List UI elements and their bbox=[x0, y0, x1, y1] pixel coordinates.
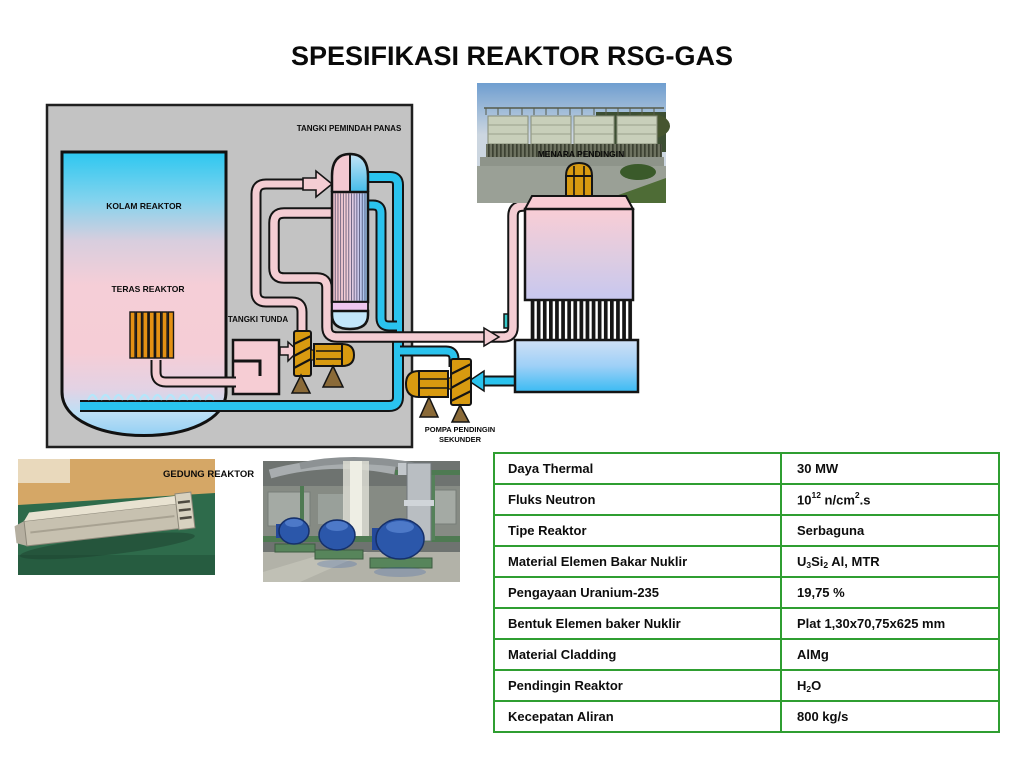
heat-exchanger bbox=[330, 152, 370, 331]
spec-value: AlMg bbox=[780, 638, 1000, 671]
spec-label: Pengayaan Uranium-235 bbox=[493, 576, 782, 609]
secondary-pump bbox=[404, 358, 472, 423]
photo-fuel-element bbox=[14, 459, 215, 575]
delay-tank bbox=[231, 338, 281, 396]
primary-pump bbox=[290, 330, 356, 394]
hot-pipes bbox=[150, 178, 546, 388]
label-reactor-building: GEDUNG REAKTOR bbox=[163, 469, 254, 480]
label-delay-tank: TANGKI TUNDA bbox=[228, 315, 289, 324]
page-title: SPESIFIKASI REAKTOR RSG-GAS bbox=[290, 41, 734, 71]
spec-label: Kecepatan Aliran bbox=[493, 700, 782, 733]
spec-value: 30 MW bbox=[780, 452, 1000, 485]
spec-label: Daya Thermal bbox=[493, 452, 782, 485]
label-reactor-core: TERAS REAKTOR bbox=[111, 284, 184, 294]
label-secondary-pump-line1: POMPA PENDINGIN bbox=[425, 425, 495, 434]
cooling-tower bbox=[513, 161, 640, 394]
label-cooling-tower: MENARA PENDINGIN bbox=[538, 149, 625, 159]
spec-value: Serbaguna bbox=[780, 514, 1000, 547]
spec-value: 1012 n/cm2.s bbox=[780, 483, 1000, 516]
spec-value: H2O bbox=[780, 669, 1000, 702]
fan-stack-lines bbox=[573, 166, 585, 197]
label-heat-transfer-tank: TANGKI PEMINDAH PANAS bbox=[297, 124, 402, 133]
spec-label: Material Cladding bbox=[493, 638, 782, 671]
photo-pump-room bbox=[263, 457, 460, 582]
spec-label: Material Elemen Bakar Nuklir bbox=[493, 545, 782, 578]
flow-arrow-into-hx bbox=[302, 169, 334, 199]
cold-pipes bbox=[80, 171, 516, 412]
spec-label: Fluks Neutron bbox=[493, 483, 782, 516]
spec-value: U3Si2 Al, MTR bbox=[780, 545, 1000, 578]
spec-value: 800 kg/s bbox=[780, 700, 1000, 733]
pool-diffuser-jets bbox=[86, 393, 216, 401]
spec-label: Tipe Reaktor bbox=[493, 514, 782, 547]
reactor-pool bbox=[60, 150, 228, 437]
spec-value: 19,75 % bbox=[780, 576, 1000, 609]
spec-label: Bentuk Elemen baker Nuklir bbox=[493, 607, 782, 640]
tower-louvers bbox=[530, 300, 633, 340]
cooling-tower-basin bbox=[513, 338, 640, 394]
spec-value: Plat 1,30x70,75x625 mm bbox=[780, 607, 1000, 640]
label-secondary-pump-line2: SEKUNDER bbox=[439, 435, 482, 444]
spec-label: Pendingin Reaktor bbox=[493, 669, 782, 702]
flow-arrow-to-tower bbox=[483, 326, 501, 348]
label-reactor-pool: KOLAM REAKTOR bbox=[106, 201, 181, 211]
blue-pumps bbox=[274, 517, 433, 577]
flow-arrow-to-secondary-pump bbox=[467, 369, 485, 393]
reactor-core bbox=[129, 311, 175, 359]
